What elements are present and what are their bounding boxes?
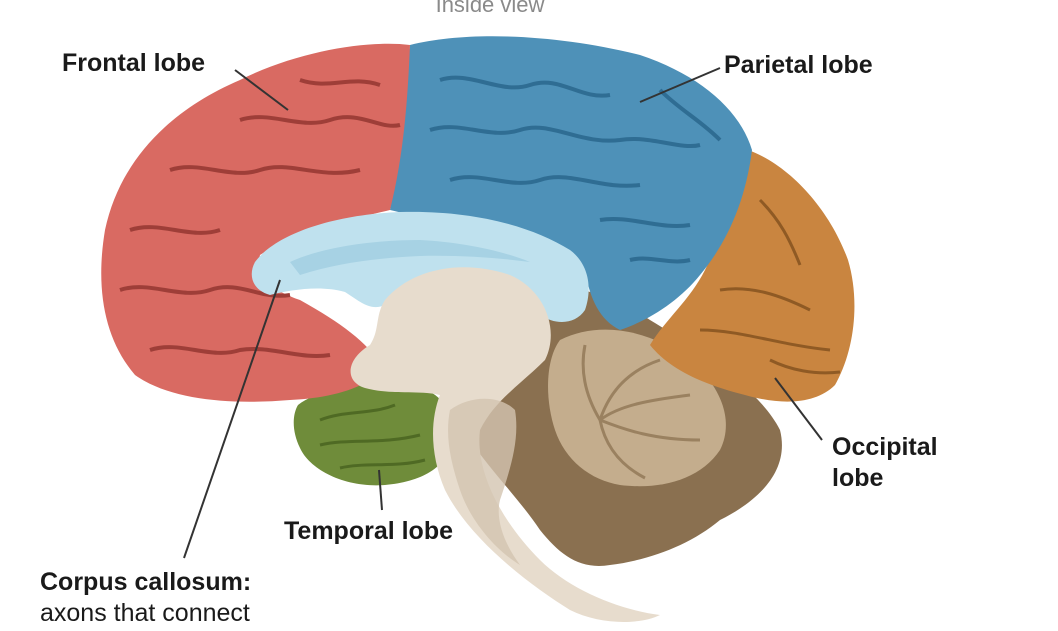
corpus-callosum-description: axons that connect: [40, 598, 250, 627]
leader-lines: [183, 67, 823, 559]
temporal-lobe-leader: [378, 469, 383, 511]
temporal-lobe-region: [293, 383, 453, 486]
temporal-folds: [319, 403, 426, 470]
corpus-callosum-label: Corpus callosum: axons that connect: [40, 567, 251, 628]
frontal-lobe-leader: [234, 69, 289, 111]
parietal-folds: [429, 75, 722, 264]
parietal-lobe-label: Parietal lobe: [724, 51, 873, 79]
frontal-lobe-region: [101, 43, 410, 402]
parietal-lobe-leader: [639, 67, 721, 103]
frontal-folds: [119, 78, 401, 358]
brainstem-region: [350, 267, 660, 622]
occipital-lobe-label: Occipital lobe: [832, 432, 938, 493]
view-title: Inside view: [435, 0, 545, 17]
corpus-callosum-title: Corpus callosum:: [40, 568, 252, 596]
occipital-folds: [699, 198, 841, 375]
occipital-lobe-leader: [774, 377, 823, 441]
brainstem-shading: [448, 398, 520, 565]
corpus-callosum-leader: [183, 279, 281, 559]
occipital-lobe-region: [650, 150, 855, 402]
frontal-lobe-label: Frontal lobe: [62, 49, 206, 77]
occipital-lobe-label-line1: Occipital: [832, 433, 938, 461]
corpus-callosum-inner: [290, 240, 530, 275]
temporal-lobe-label: Temporal lobe: [284, 517, 454, 545]
parietal-lobe-region: [390, 36, 752, 331]
cerebellum-arbor: [581, 344, 701, 480]
occipital-lobe-label-line2: lobe: [832, 463, 884, 492]
